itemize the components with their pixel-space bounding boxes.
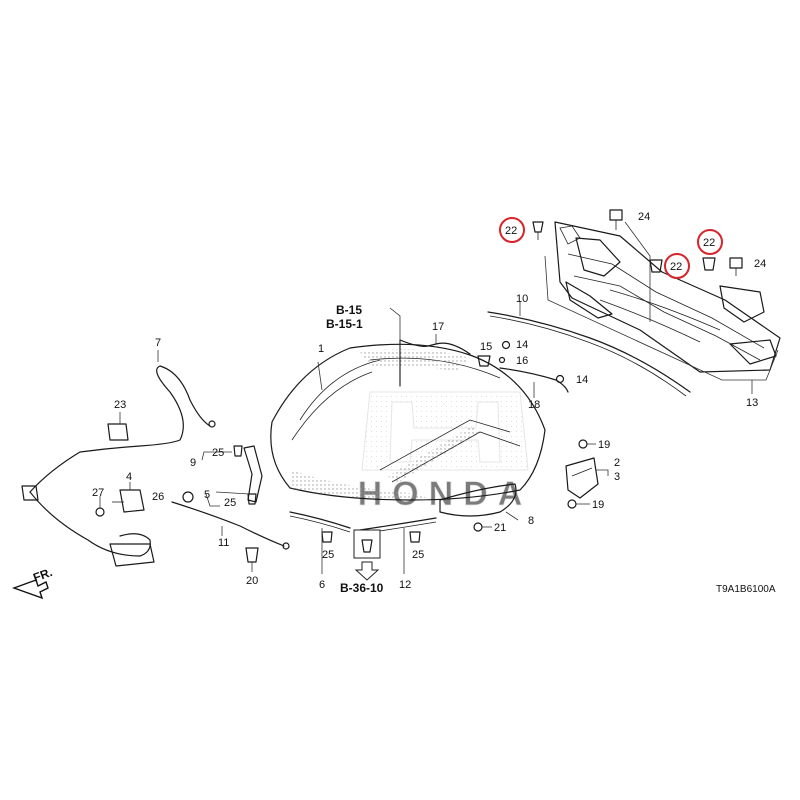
callout-25-c[interactable]: 25	[322, 549, 334, 561]
callout-24-a[interactable]: 24	[638, 211, 650, 223]
highlight-ring-22-a	[499, 217, 525, 243]
bolt-14-b	[555, 374, 565, 384]
cable-11	[171, 501, 285, 547]
callout-16[interactable]: 16	[516, 355, 528, 367]
bolt-19-b	[567, 499, 590, 509]
clip-20	[245, 547, 259, 572]
ref-b15-1[interactable]: B-15-1	[326, 317, 363, 331]
callout-11[interactable]: 11	[218, 537, 229, 549]
bracket-2-3	[565, 457, 599, 499]
clip-25-b	[247, 493, 257, 505]
callout-24-b[interactable]: 24	[754, 258, 766, 270]
callout-23[interactable]: 23	[114, 399, 126, 411]
callout-25-d[interactable]: 25	[412, 549, 424, 561]
callout-2[interactable]: 2	[614, 457, 620, 469]
ref-box-b3610	[353, 529, 381, 581]
callout-8[interactable]: 8	[528, 515, 534, 527]
ref-b36-10[interactable]: B-36-10	[340, 581, 384, 595]
leader-b15	[389, 307, 401, 386]
release-cable-7	[29, 365, 211, 493]
hood-insulator-8	[439, 483, 517, 517]
clip-22-c	[702, 257, 716, 271]
leader-24a	[624, 221, 651, 322]
clip-22-b	[649, 259, 663, 273]
callout-22-a[interactable]: 22	[505, 225, 517, 237]
callout-9[interactable]: 9	[190, 457, 196, 469]
bolt-24-a	[609, 209, 623, 230]
callout-19-b[interactable]: 19	[592, 499, 604, 511]
callout-14-a[interactable]: 14	[516, 339, 528, 351]
clip-15	[477, 355, 491, 367]
callout-6[interactable]: 6	[319, 579, 325, 591]
callout-13[interactable]: 13	[746, 397, 758, 409]
callout-25-a[interactable]: 25	[212, 447, 224, 459]
callout-14-b[interactable]: 14	[576, 374, 588, 386]
callout-12[interactable]: 12	[399, 579, 411, 591]
clip-25-a	[233, 445, 243, 457]
callout-7[interactable]: 7	[155, 337, 161, 349]
release-handle	[21, 485, 39, 501]
front-label: FR.	[31, 565, 54, 585]
bracket-9	[243, 445, 263, 503]
callout-21[interactable]: 21	[494, 522, 506, 534]
highlight-ring-22-b	[664, 253, 690, 279]
callout-22-b[interactable]: 22	[670, 261, 682, 273]
bolt-24-b	[729, 257, 743, 276]
callout-15[interactable]: 15	[480, 341, 492, 353]
callout-27[interactable]: 27	[92, 487, 104, 499]
hood-latch-4	[112, 482, 145, 513]
leader-13-bracket	[544, 255, 779, 381]
bumper-26	[182, 491, 194, 503]
release-cable-7-lower	[29, 491, 151, 557]
callout-19-a[interactable]: 19	[598, 439, 610, 451]
seal-10-inner	[489, 315, 687, 397]
bolt-14-a	[501, 340, 511, 350]
cable-cover	[109, 543, 155, 567]
highlight-ring-22-c	[697, 229, 723, 255]
cowl-top-panel	[554, 221, 781, 373]
callout-10[interactable]: 10	[516, 293, 528, 305]
callout-5[interactable]: 5	[204, 489, 210, 501]
diagram-code: T9A1B6100A	[716, 584, 776, 595]
ref-b15[interactable]: B-15	[336, 303, 362, 317]
clip-16	[498, 356, 506, 364]
clip-25-d	[409, 531, 421, 543]
bolt-21	[473, 522, 492, 532]
callout-17[interactable]: 17	[432, 321, 444, 333]
callout-3[interactable]: 3	[614, 471, 620, 483]
callout-18[interactable]: 18	[528, 399, 540, 411]
callout-22-c[interactable]: 22	[703, 237, 715, 249]
cable-18	[499, 367, 569, 393]
support-rod-17	[399, 339, 471, 387]
front-direction-arrow: FR.	[11, 565, 54, 600]
callout-26[interactable]: 26	[152, 491, 164, 503]
seal-10	[487, 311, 691, 393]
clip-22-a	[532, 221, 544, 240]
hood-panel	[270, 343, 546, 501]
seal-12	[359, 517, 437, 531]
clip-23	[107, 423, 129, 441]
callout-20[interactable]: 20	[246, 575, 258, 587]
bolt-19-a	[578, 439, 596, 449]
clip-25-c	[321, 531, 333, 543]
seal-6	[289, 511, 351, 529]
callout-1[interactable]: 1	[318, 343, 324, 355]
callout-4[interactable]: 4	[126, 471, 132, 483]
callout-25-b[interactable]: 25	[224, 497, 236, 509]
bolt-27	[95, 496, 105, 517]
